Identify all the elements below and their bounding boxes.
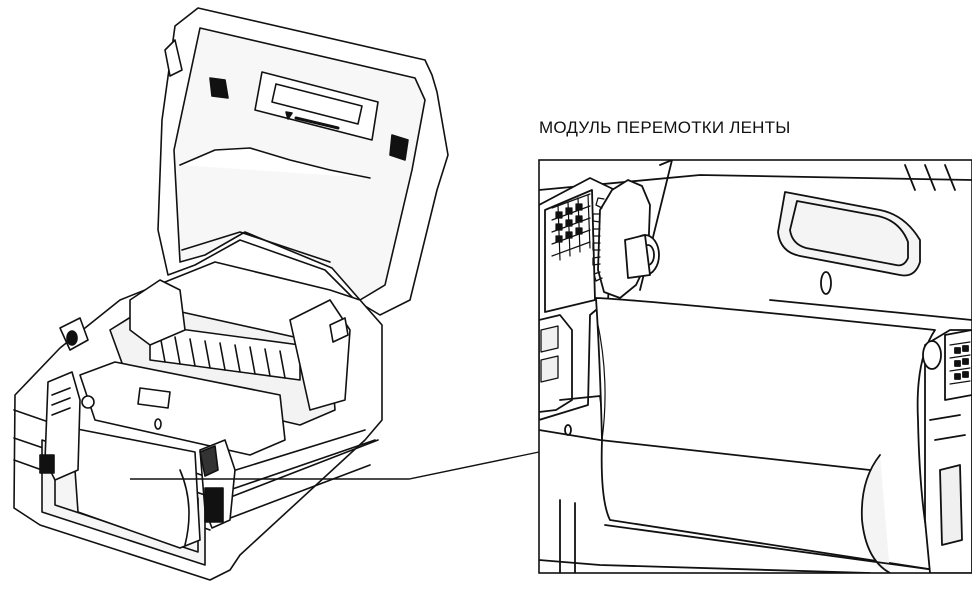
left-grip-pattern <box>551 193 591 261</box>
callout-leader-line <box>130 451 540 480</box>
printer-side-parts <box>39 317 349 529</box>
callout-label: МОДУЛЬ ПЕРЕМОТКИ ЛЕНТЫ <box>539 118 791 137</box>
printer-lid <box>157 7 449 316</box>
printer-illustration <box>13 7 449 581</box>
rewind-gear <box>592 179 660 299</box>
printer-interior <box>71 279 351 549</box>
ribbon-rewind-module-detail <box>538 159 972 574</box>
